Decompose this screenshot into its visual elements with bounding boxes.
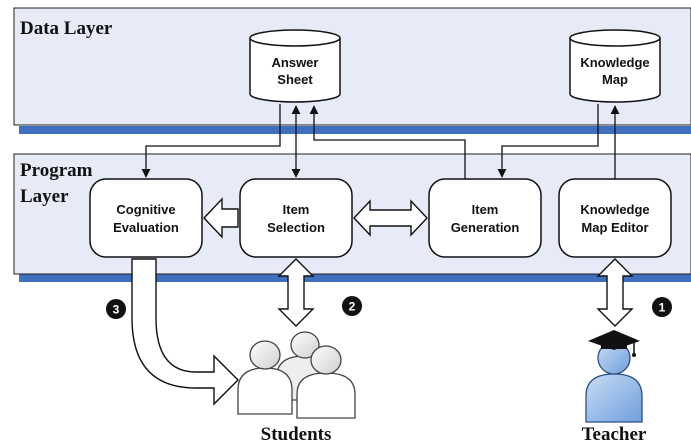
student-body-left	[237, 367, 293, 415]
svg-text:3: 3	[113, 303, 120, 317]
badge-1: 1	[652, 297, 672, 317]
svg-text:1: 1	[659, 301, 666, 315]
item-selection-label-line1: Item	[283, 202, 310, 217]
knowledge-map-label-line2: Map	[602, 72, 628, 87]
item-selection-module: Item Selection	[239, 178, 353, 258]
data-flow-arrows	[141, 104, 620, 179]
block-arrow-selection-generation	[353, 199, 428, 237]
badge-3: 3	[106, 299, 126, 319]
program-layer-bar	[19, 274, 691, 282]
program-layer-title-line2: Layer	[20, 186, 69, 207]
knowledge-map-store: Knowledge Map	[569, 29, 661, 103]
teacher-icon	[585, 341, 643, 423]
students-group-icon	[237, 331, 356, 419]
item-generation-module: Item Generation	[428, 178, 542, 258]
program-layer-title-line1: Program	[20, 160, 93, 181]
student-head-left	[249, 340, 281, 370]
item-generation-label-line2: Generation	[451, 220, 520, 235]
answer-sheet-store: Answer Sheet	[249, 29, 341, 103]
teacher-label: Teacher	[582, 424, 647, 443]
student-head-right	[310, 345, 342, 375]
teacher-body	[585, 373, 643, 423]
arrow-answer-sheet-to-cognitive-evaluation	[141, 104, 281, 178]
student-body-right	[296, 372, 356, 419]
arrow-item-generation-to-answer-sheet	[309, 105, 466, 179]
knowledge-map-editor-label-line1: Knowledge	[580, 202, 649, 217]
block-arrow-evaluation-to-students	[131, 258, 239, 406]
arrow-knowledge-map-to-item-generation	[497, 104, 599, 178]
data-layer-title: Data Layer	[20, 18, 113, 39]
knowledge-map-editor-label-line2: Map Editor	[581, 220, 648, 235]
item-generation-label-line1: Item	[472, 202, 499, 217]
knowledge-map-label-line1: Knowledge	[580, 55, 649, 70]
cognitive-evaluation-module: Cognitive Evaluation	[89, 178, 203, 258]
answer-sheet-label-line1: Answer	[272, 55, 319, 70]
graduation-cap-icon	[588, 330, 640, 357]
cognitive-evaluation-label-line1: Cognitive	[116, 202, 175, 217]
block-arrows	[131, 197, 634, 406]
cognitive-evaluation-label-line2: Evaluation	[113, 220, 179, 235]
item-selection-label-line2: Selection	[267, 220, 325, 235]
badge-2: 2	[342, 296, 362, 316]
block-arrow-selection-to-evaluation	[203, 197, 239, 239]
knowledge-map-editor-module: Knowledge Map Editor	[558, 178, 672, 258]
block-arrow-selection-students	[277, 258, 315, 327]
data-layer-panel: Data Layer	[13, 7, 691, 134]
students-label: Students	[261, 424, 332, 443]
svg-text:2: 2	[349, 300, 356, 314]
data-layer-bar	[19, 126, 691, 134]
student-head-back	[290, 331, 320, 359]
block-arrow-editor-teacher	[596, 258, 634, 327]
answer-sheet-label-line2: Sheet	[277, 72, 313, 87]
